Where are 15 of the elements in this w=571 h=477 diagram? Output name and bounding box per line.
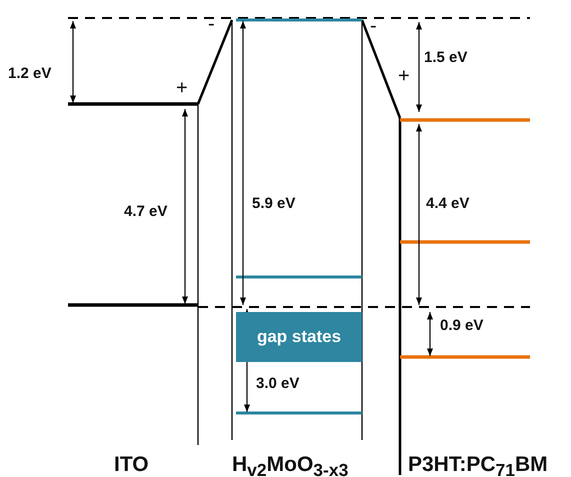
- layer-label: P3HT:PC$_{71}$BM: [408, 454, 548, 477]
- energy-value: 1.5 eV: [424, 50, 468, 65]
- energy-value: 4.4 eV: [426, 196, 470, 211]
- energy-value: 3.0 eV: [256, 376, 300, 391]
- layer-label: ITO: [114, 454, 149, 475]
- layer-label: H$_{v2}$MoO$_{3-x3}$: [232, 454, 348, 477]
- charge-sign: +: [398, 66, 410, 86]
- energy-value: 1.2 eV: [8, 66, 52, 81]
- charge-sign: -: [370, 16, 377, 36]
- charge-sign: -: [208, 14, 215, 34]
- gap-states-band: gap states: [236, 312, 362, 362]
- energy-value: 4.7 eV: [124, 204, 168, 219]
- charge-sign: +: [176, 78, 188, 98]
- energy-value: 5.9 eV: [252, 196, 296, 211]
- energy-value: 0.9 eV: [440, 318, 484, 333]
